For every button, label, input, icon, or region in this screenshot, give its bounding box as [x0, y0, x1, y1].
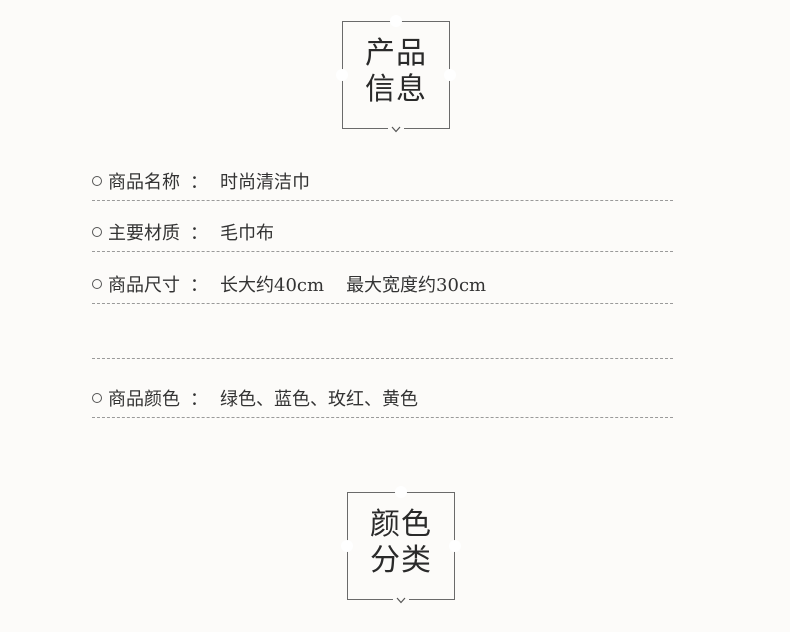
info-row-empty	[92, 329, 673, 359]
chevron-down-icon	[388, 122, 404, 136]
row-value: 绿色、蓝色、玫红、黄色	[220, 389, 418, 410]
frame-dot-top	[390, 15, 402, 27]
frame-dot-top	[395, 486, 407, 498]
section-title-color: 颜色 分类	[341, 486, 461, 607]
info-row-name: 商品名称 ： 时尚清洁巾	[92, 171, 673, 201]
section-title-text: 产品 信息	[343, 36, 449, 108]
row-label: 商品尺寸	[108, 275, 180, 296]
row-label: 商品名称	[108, 172, 180, 193]
row-value: 毛巾布	[220, 223, 274, 244]
section-title-text: 颜色 分类	[348, 507, 454, 579]
frame-dot-right	[444, 69, 456, 81]
circle-bullet-icon	[92, 227, 102, 237]
row-value-secondary: 最大宽度约30cm	[346, 275, 487, 296]
info-row-material: 主要材质 ： 毛巾布	[92, 222, 673, 252]
chevron-down-icon	[393, 593, 409, 607]
row-value: 时尚清洁巾	[220, 172, 310, 193]
row-separator: ：	[190, 389, 208, 410]
info-row-size: 商品尺寸 ： 长大约40cm 最大宽度约30cm	[92, 274, 673, 304]
row-value: 长大约40cm	[220, 275, 325, 296]
section-title-info: 产品 信息	[336, 15, 456, 136]
row-label: 商品颜色	[108, 389, 180, 410]
row-label: 主要材质	[108, 223, 180, 244]
circle-bullet-icon	[92, 176, 102, 186]
row-separator: ：	[190, 275, 208, 296]
section-title-line1: 产品	[365, 36, 427, 71]
frame-dot-left	[341, 540, 353, 552]
frame-dot-left	[336, 69, 348, 81]
info-row-color: 商品颜色 ： 绿色、蓝色、玫红、黄色	[92, 388, 673, 418]
section-title-line2: 分类	[370, 543, 432, 578]
frame-dot-right	[449, 540, 461, 552]
row-separator: ：	[190, 172, 208, 193]
row-separator: ：	[190, 223, 208, 244]
section-title-line2: 信息	[365, 72, 427, 107]
section-title-line1: 颜色	[370, 507, 432, 542]
circle-bullet-icon	[92, 393, 102, 403]
circle-bullet-icon	[92, 279, 102, 289]
